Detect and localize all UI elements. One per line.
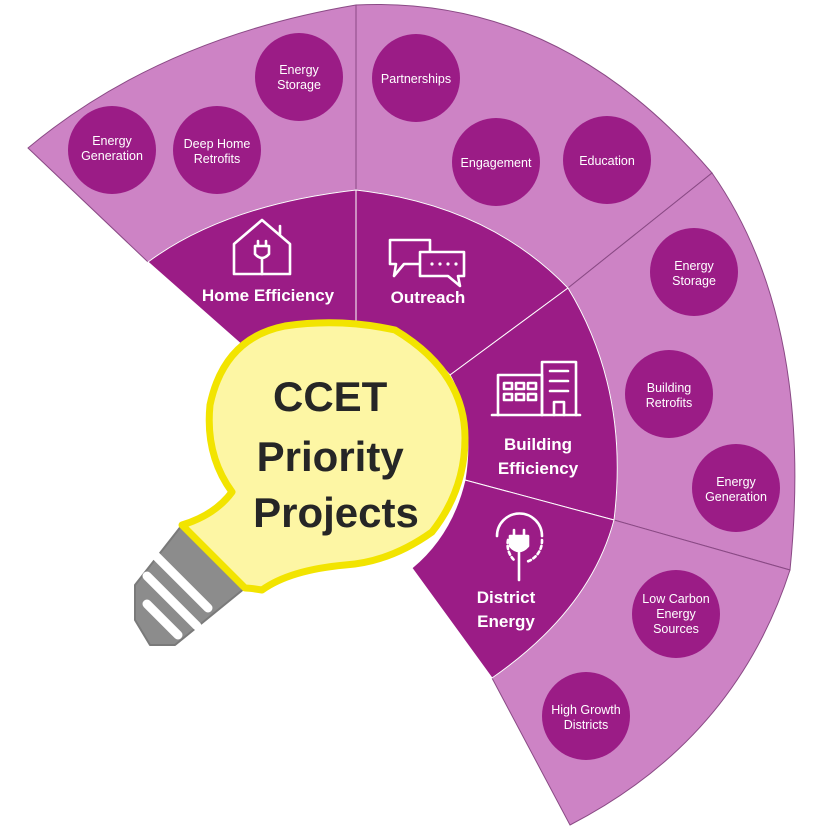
item-label: Partnerships (381, 72, 451, 86)
sector-label-home-efficiency: Home Efficiency (202, 286, 335, 305)
item-circle-home-deep-retrofits (173, 106, 261, 194)
item-circle-building-energy-storage (650, 228, 738, 316)
item-circle-home-energy-generation (68, 106, 156, 194)
plug-icon (495, 512, 544, 582)
house-plug-icon (232, 218, 292, 276)
item-circle-building-retrofits (625, 350, 713, 438)
item-circle-building-energy-generation (692, 444, 780, 532)
light-bulb (134, 319, 469, 646)
chat-bubbles-icon (388, 238, 466, 288)
item-label: Engagement (461, 156, 532, 170)
item-circle-home-energy-storage (255, 33, 343, 121)
item-circle-district-low-carbon (632, 570, 720, 658)
inner-ring (147, 189, 618, 679)
sector-label-outreach: Outreach (391, 288, 466, 307)
item-circle-outreach-partnerships (372, 34, 460, 122)
item-circle-outreach-engagement (452, 118, 540, 206)
bulb-glass (178, 319, 469, 594)
item-circle-district-high-growth (542, 672, 630, 760)
diagram-title: CCET Priority Projects (253, 373, 419, 536)
bulb-base (134, 524, 246, 646)
item-circles (68, 33, 780, 760)
item-label: Education (579, 154, 635, 168)
buildings-icon (490, 360, 582, 417)
item-circle-outreach-education (563, 116, 651, 204)
inner-sector-district-energy (411, 479, 615, 679)
